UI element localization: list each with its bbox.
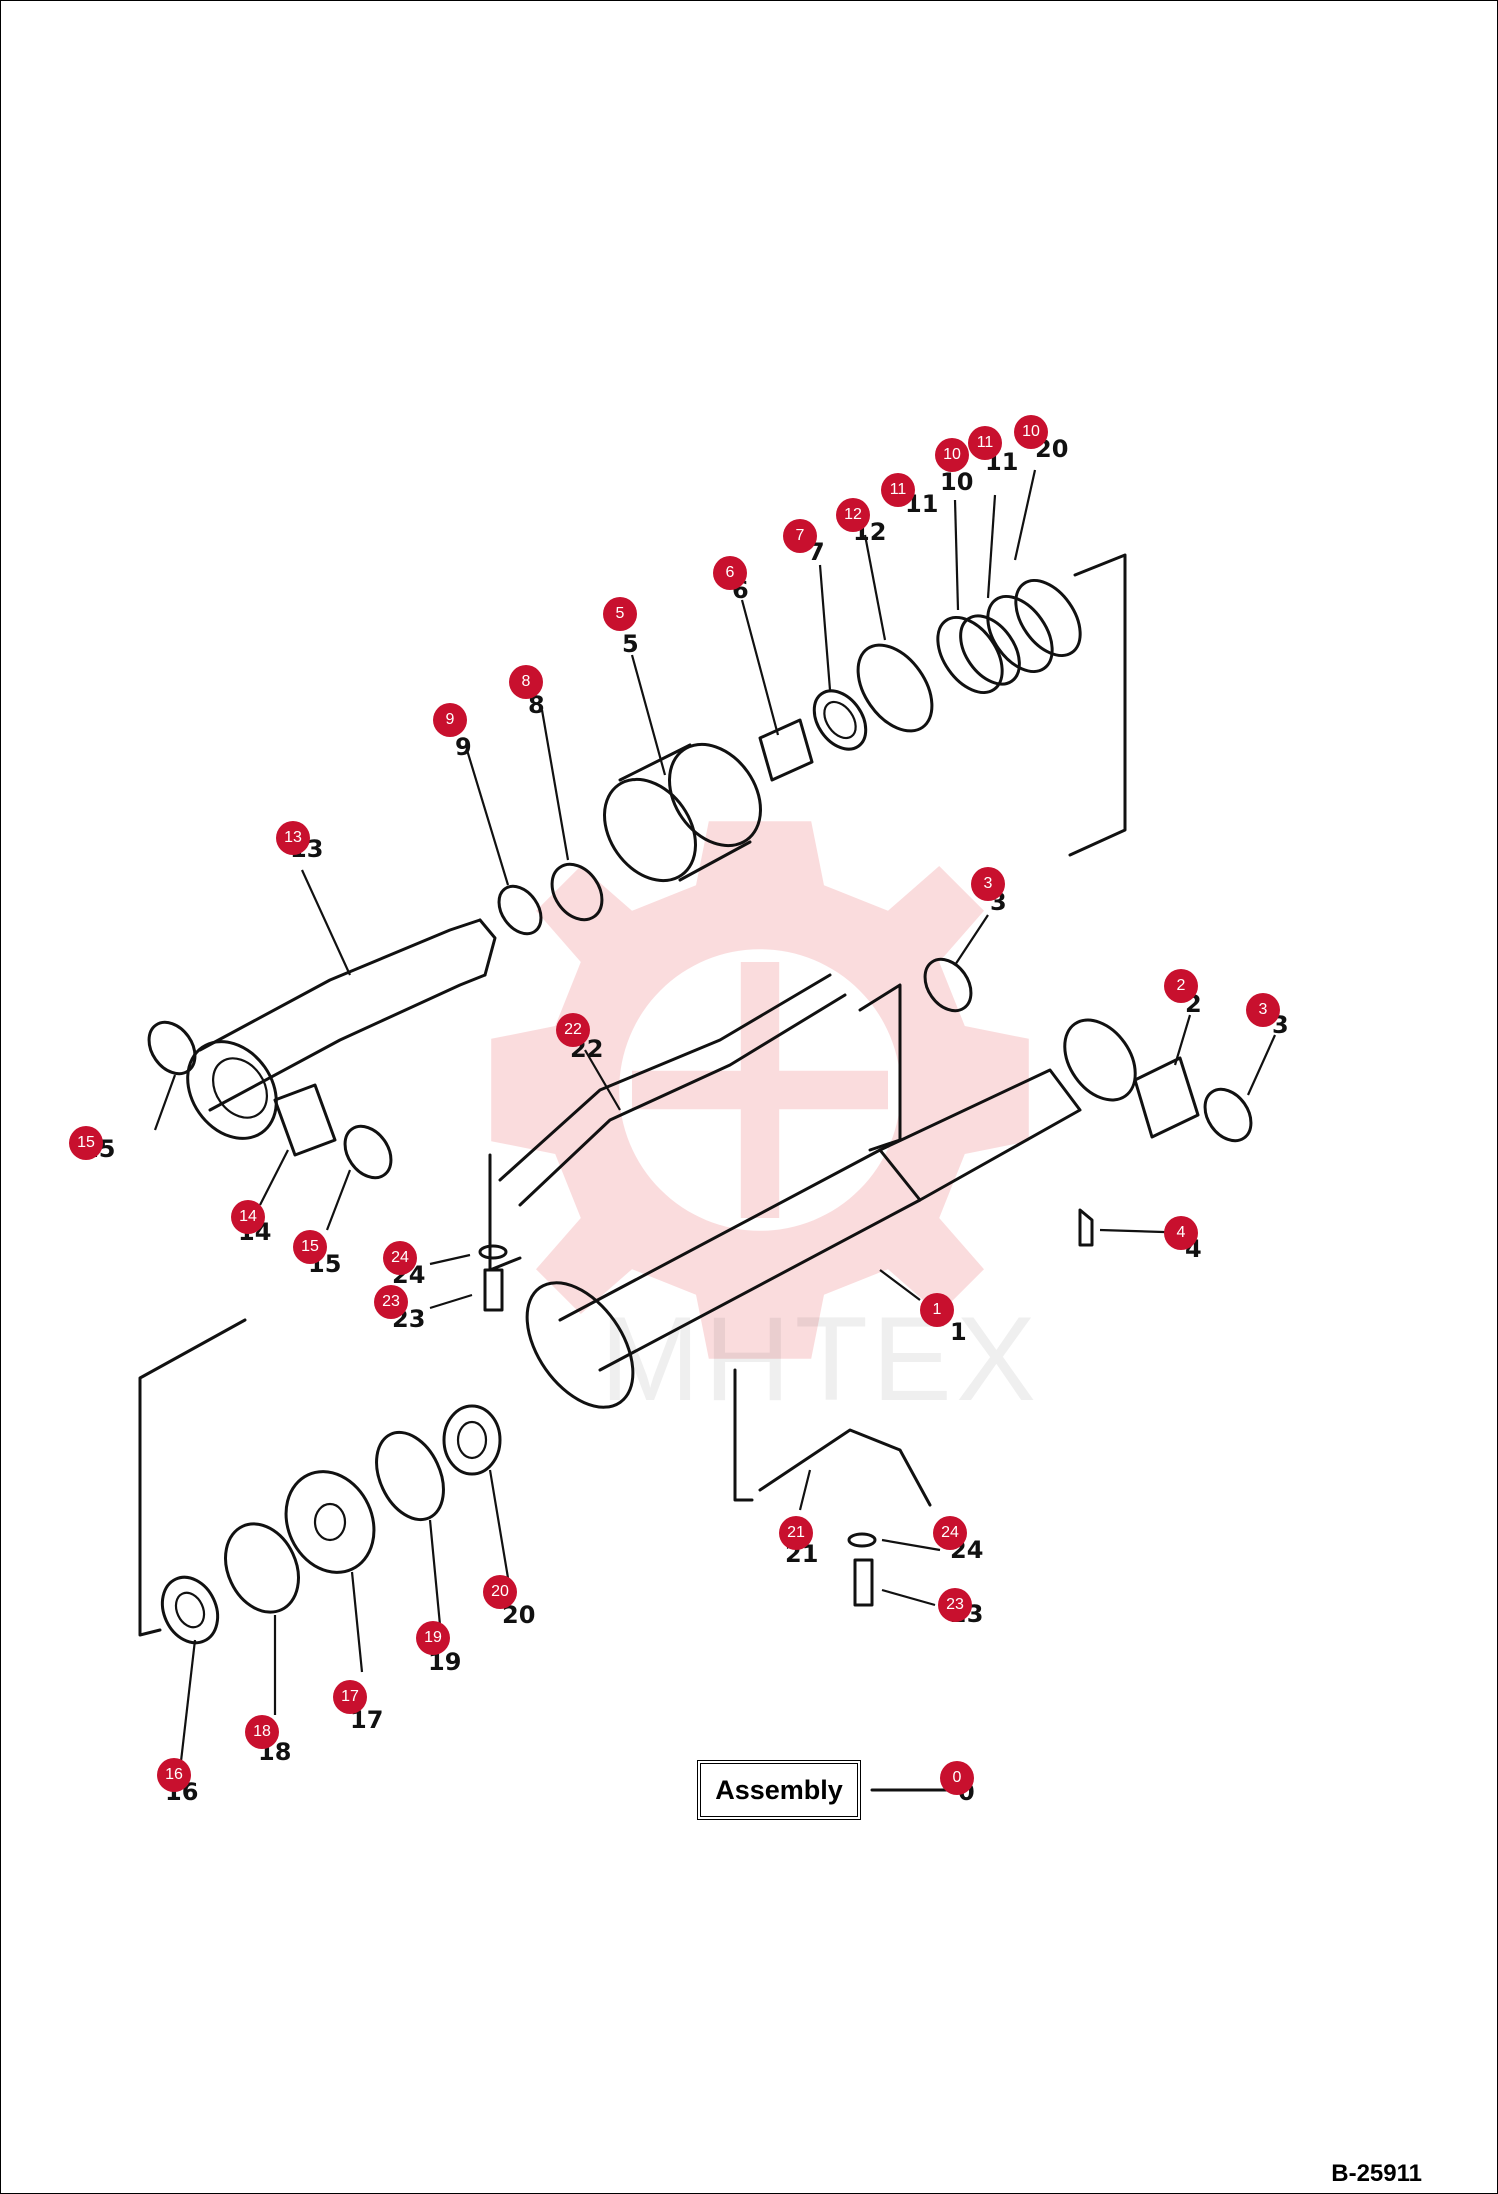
printed-part-numbers: 20 11 10 11 12 7 6 5 8 9 13 3 2 3 22 15 … (82, 435, 1289, 1806)
bracket-middle (858, 983, 902, 1152)
callout-23[interactable]: 23 (374, 1285, 408, 1319)
callout-21[interactable]: 21 (779, 1516, 813, 1550)
part-nut-8 (550, 862, 604, 922)
part-bush-2 (1133, 1056, 1200, 1139)
callout-20[interactable]: 20 (483, 1575, 517, 1609)
callout-17[interactable]: 17 (333, 1680, 367, 1714)
part-washer-24a (478, 1244, 508, 1260)
printed-number: 8 (528, 691, 545, 719)
printed-number: 5 (622, 630, 639, 658)
callout-13[interactable]: 13 (276, 821, 310, 855)
watermark-text: МНТЕХ (600, 1292, 1040, 1426)
callout-14[interactable]: 14 (231, 1200, 265, 1234)
part-pipe-22 (498, 973, 832, 1182)
part-ring-11a (986, 595, 1054, 673)
callout-9[interactable]: 9 (433, 703, 467, 737)
part-bush-16 (160, 1575, 220, 1645)
part-grease-nipple-4 (1078, 1208, 1094, 1247)
part-gland-5 (603, 777, 697, 883)
callout-7[interactable]: 7 (783, 519, 817, 553)
part-piston-17 (284, 1470, 376, 1574)
part-ring-20 (1014, 579, 1082, 657)
assembly-button[interactable]: Assembly (697, 1760, 861, 1820)
bracket-lower-middle (733, 1368, 754, 1502)
part-ring-9 (497, 884, 543, 936)
part-bolt-23b (853, 1558, 874, 1607)
callout-11[interactable]: 11 (881, 473, 915, 507)
part-piston-rod-13 (198, 918, 487, 1112)
bracket-upper-right (1068, 553, 1127, 857)
printed-number: 10 (940, 468, 973, 496)
callout-3[interactable]: 3 (971, 867, 1005, 901)
part-ring-12 (856, 643, 934, 733)
part-bush-14 (273, 1083, 337, 1157)
part-seal-3a (923, 957, 973, 1013)
callout-6[interactable]: 6 (713, 556, 747, 590)
part-seal-15b (343, 1124, 393, 1180)
callout-15[interactable]: 15 (293, 1230, 327, 1264)
callout-18[interactable]: 18 (245, 1715, 279, 1749)
part-seal-3b (1203, 1087, 1253, 1143)
part-tube-eye (1063, 1018, 1137, 1102)
printed-number: 9 (455, 733, 472, 761)
callout-22[interactable]: 22 (556, 1013, 590, 1047)
callout-15[interactable]: 15 (69, 1126, 103, 1160)
part-ring-11b (936, 616, 1004, 694)
part-seal-15a (147, 1020, 197, 1076)
callout-4[interactable]: 4 (1164, 1216, 1198, 1250)
callout-5[interactable]: 5 (603, 597, 637, 631)
callout-1[interactable]: 1 (920, 1293, 954, 1327)
bracket-lower-left (138, 1318, 247, 1637)
callout-19[interactable]: 19 (416, 1621, 450, 1655)
part-nut-20 (442, 1404, 502, 1476)
drawing-number: B-25911 (1331, 2160, 1422, 2187)
part-ring-18 (224, 1522, 300, 1614)
gear-watermark-icon (491, 821, 1029, 1359)
callout-11[interactable]: 11 (968, 426, 1002, 460)
part-bolt-23a (483, 1268, 504, 1312)
part-rod-eye (186, 1040, 278, 1140)
callout-8[interactable]: 8 (509, 665, 543, 699)
part-ring-19 (375, 1430, 445, 1522)
callout-24[interactable]: 24 (383, 1241, 417, 1275)
callout-2[interactable]: 2 (1164, 969, 1198, 1003)
callout-0[interactable]: 0 (940, 1761, 974, 1795)
callout-3[interactable]: 3 (1246, 993, 1280, 1027)
callout-10[interactable]: 10 (1014, 415, 1048, 449)
part-washer-24b (847, 1532, 877, 1548)
printed-number: 1 (950, 1318, 967, 1346)
part-pipe-21 (758, 1428, 932, 1507)
part-ring-10 (959, 614, 1021, 686)
part-bearing-7 (812, 689, 868, 751)
callout-16[interactable]: 16 (157, 1758, 191, 1792)
part-bush-6 (758, 718, 814, 782)
callout-23[interactable]: 23 (938, 1588, 972, 1622)
callout-24[interactable]: 24 (933, 1516, 967, 1550)
callout-12[interactable]: 12 (836, 498, 870, 532)
callout-10[interactable]: 10 (935, 438, 969, 472)
part-cylinder-tube-1 (558, 1148, 922, 1372)
